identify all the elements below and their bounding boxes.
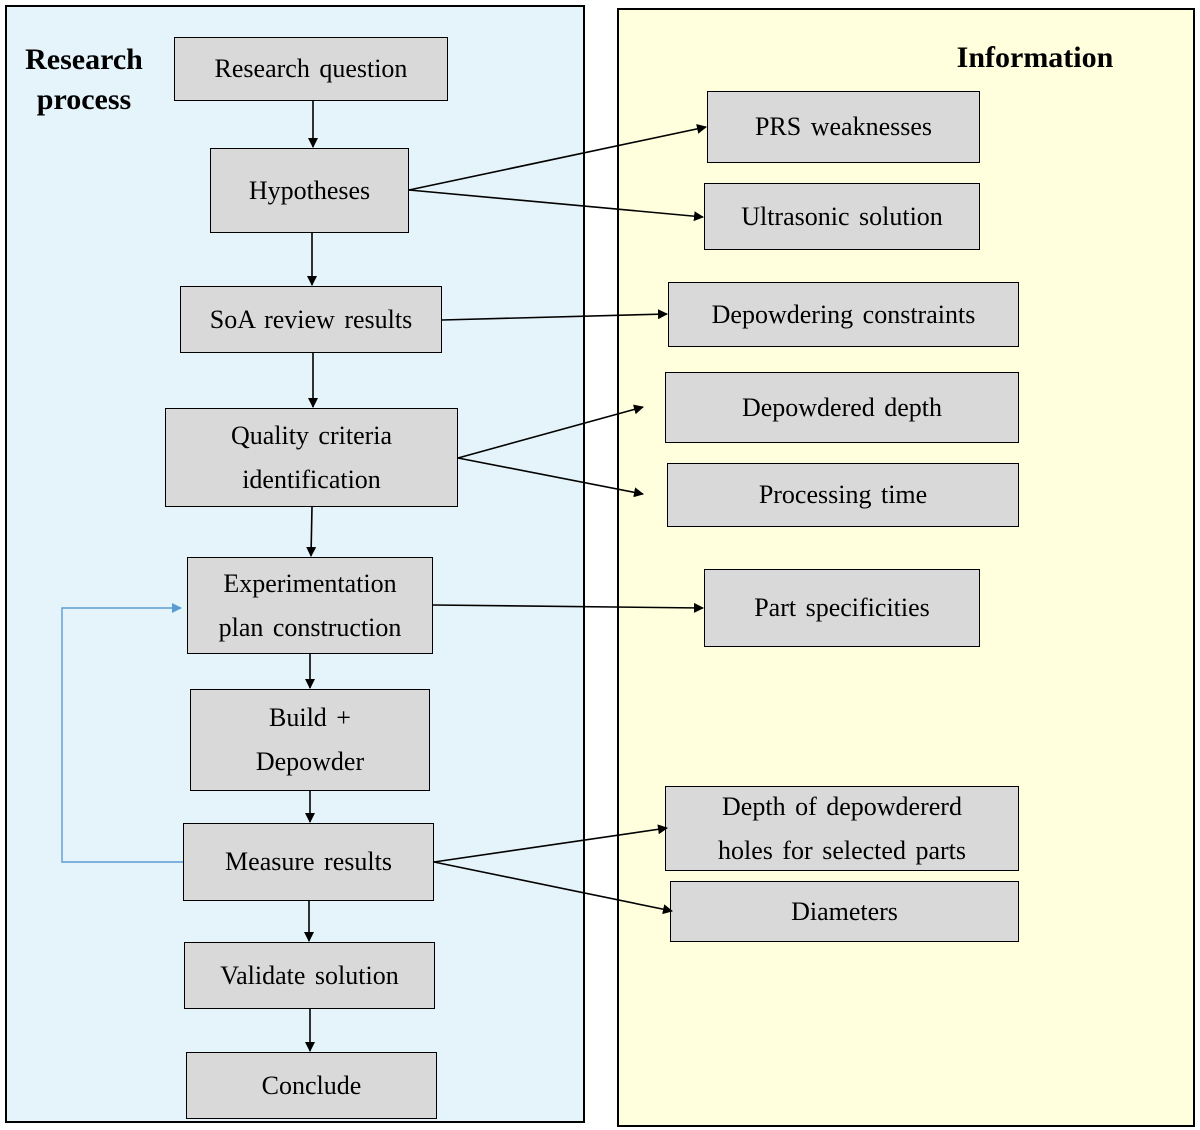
info-depowdered-depth: Depowdered depth — [665, 372, 1019, 443]
arrow-plan-to-part-specificities — [432, 602, 704, 613]
arrow-quality-to-depowdered-depth — [457, 404, 644, 459]
info-ultrasonic-solution: Ultrasonic solution — [704, 183, 980, 250]
step-research-question: Research question — [174, 37, 448, 101]
info-prs-weaknesses: PRS weaknesses — [707, 91, 980, 163]
arrow-hypotheses-to-prs-weaknesses — [408, 123, 707, 191]
arrow-soa-to-depowdering-constraints — [441, 309, 668, 321]
feedback-loop-arrow — [61, 603, 183, 863]
arrow-measure-to-depth-of-holes — [433, 824, 668, 863]
step-conclude: Conclude — [186, 1052, 437, 1119]
arrow-quality-to-plan — [306, 506, 317, 557]
step-build-depowder: Build + Depowder — [190, 689, 430, 791]
arrow-measure-to-diameters — [433, 861, 673, 915]
arrow-quality-to-processing-time — [457, 457, 644, 498]
step-hypotheses: Hypotheses — [210, 148, 409, 233]
step-validate-solution: Validate solution — [184, 942, 435, 1009]
info-processing-time: Processing time — [667, 463, 1019, 527]
step-experimentation-plan-construction: Experimentation plan construction — [187, 557, 433, 654]
research-process-title: Research process — [25, 43, 143, 116]
step-soa-review-results: SoA review results — [180, 286, 442, 353]
step-quality-criteria-identification: Quality criteria identification — [165, 408, 458, 507]
arrow-hypotheses-to-ultrasonic-solution — [408, 189, 704, 222]
info-part-specificities: Part specificities — [704, 569, 980, 647]
information-title: Information — [956, 41, 1114, 74]
info-depowdering-constraints: Depowdering constraints — [668, 282, 1019, 347]
info-diameters: Diameters — [670, 881, 1019, 942]
step-measure-results: Measure results — [183, 823, 434, 901]
